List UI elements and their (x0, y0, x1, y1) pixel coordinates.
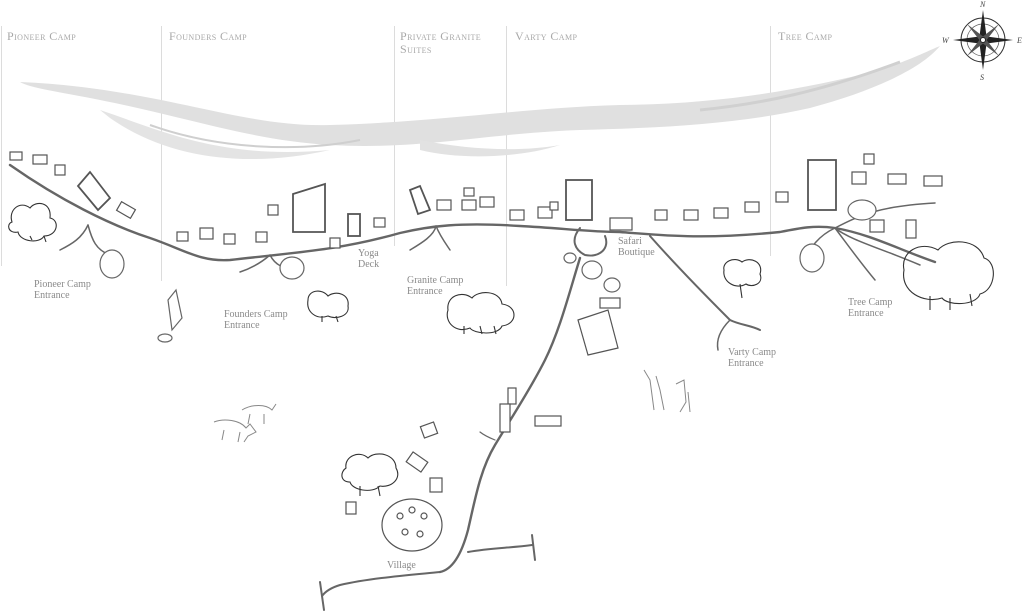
label-granite-entrance: Granite Camp Entrance (407, 275, 464, 297)
river (20, 46, 940, 160)
roads (8, 163, 937, 611)
label-pioneer-entrance: Pioneer Camp Entrance (34, 279, 91, 301)
compass-w: W (942, 36, 950, 45)
label-founders-entrance: Founders Camp Entrance (224, 309, 288, 331)
animals (213, 369, 691, 443)
divider-2 (161, 26, 162, 281)
label-varty-entrance: Varty Camp Entrance (728, 347, 777, 369)
label-safari-boutique: Safari Boutique (618, 236, 655, 258)
compass-rose: N S E W (942, 0, 1022, 82)
camp-title-tree: Tree Camp (778, 29, 833, 43)
village-compound (381, 498, 443, 552)
camp-title-granite: Private Granite Suites (400, 29, 482, 56)
camp-title-founders: Founders Camp (169, 29, 247, 43)
compass-s: S (980, 73, 984, 82)
divider-1 (1, 26, 2, 266)
trees (8, 202, 994, 497)
compass-e: E (1016, 36, 1022, 45)
rocks (99, 199, 877, 343)
camp-title-pioneer: Pioneer Camp (7, 29, 77, 43)
compass-n: N (979, 0, 986, 9)
divider-5 (770, 26, 771, 256)
label-village: Village (387, 560, 416, 571)
label-tree-entrance: Tree Camp Entrance (848, 297, 893, 319)
buildings (9, 151, 943, 515)
camp-title-varty: Varty Camp (515, 29, 578, 43)
label-yoga-deck: Yoga Deck (358, 248, 380, 270)
divider-4 (506, 26, 507, 286)
